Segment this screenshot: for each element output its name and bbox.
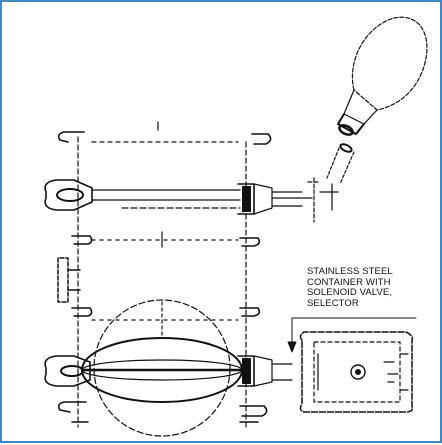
spherical-vessel: [80, 299, 244, 437]
frame-clamps: [57, 131, 272, 423]
callout-line-2: CONTAINER WITH: [307, 276, 391, 288]
frame-posts: [77, 121, 247, 428]
stainless-steel-container: [299, 331, 414, 413]
callout-line-1: STAINLESS STEEL: [307, 266, 393, 277]
callout-line-3: SOLENOID VALVE,: [307, 287, 393, 298]
left-coupling: [57, 257, 81, 303]
callout-leader: [287, 317, 417, 353]
lower-tube-assembly: [44, 355, 293, 387]
callout-line-4: SELECTOR: [307, 297, 359, 309]
upper-tube-assembly: [44, 177, 339, 223]
container-callout-label: STAINLESS STEEL CONTAINER WITH SOLENOID …: [307, 266, 417, 309]
handheld-bulb: [326, 16, 428, 185]
